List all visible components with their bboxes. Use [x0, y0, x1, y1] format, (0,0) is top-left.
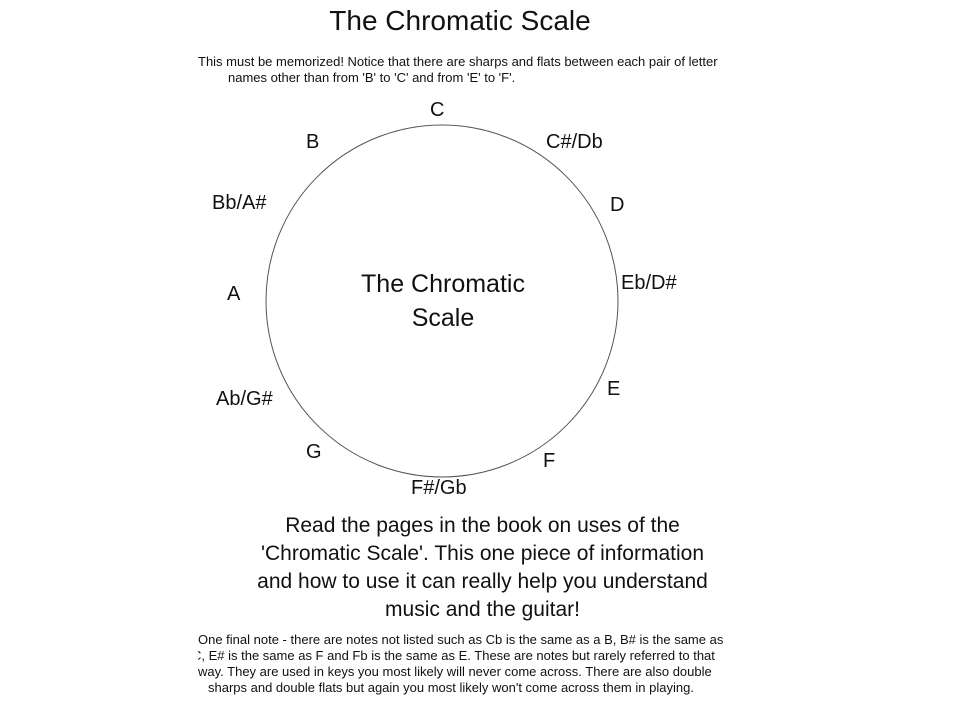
note-c-sharp-d-flat: C#/Db [546, 131, 603, 153]
read-more-paragraph: Read the pages in the book on uses of th… [200, 512, 765, 624]
note-e: E [607, 378, 621, 400]
page-title: The Chromatic Scale [329, 5, 591, 36]
center-label-line: Scale [411, 304, 475, 332]
final-note-line: sharps and double flats but again you mo… [208, 680, 694, 695]
intro-paragraph: This must be memorized! Notice that ther… [198, 54, 760, 86]
note-f: F [543, 450, 556, 472]
note-a: A [227, 283, 241, 305]
note-a-flat-g-sharp: Ab/G# [216, 388, 273, 410]
final-note-paragraph: One final note - there are notes not lis… [198, 632, 758, 696]
read-more-line: Read the pages in the book on uses of th… [285, 514, 680, 537]
note-f-sharp-g-flat: F#/Gb [411, 477, 467, 499]
read-more-line: music and the guitar! [385, 598, 580, 621]
circle-center-label: The Chromatic Scale [313, 267, 573, 335]
circle-outline [265, 124, 619, 478]
note-g: G [306, 441, 322, 463]
final-note-line: C, E# is the same as F and Fb is the sam… [198, 648, 715, 663]
intro-line: This must be memorized! Notice that ther… [198, 54, 718, 69]
read-more-line: 'Chromatic Scale'. This one piece of inf… [260, 542, 704, 565]
intro-line: names other than from 'B' to 'C' and fro… [228, 70, 516, 85]
note-d: D [610, 194, 625, 216]
note-e-flat-d-sharp: Eb/D# [621, 272, 677, 294]
final-note-line: way. They are used in keys you most like… [198, 664, 712, 679]
final-note-line: One final note - there are notes not lis… [198, 632, 724, 647]
center-label-line: The Chromatic [361, 270, 525, 298]
note-b: B [306, 131, 320, 153]
note-c: C [430, 99, 445, 121]
note-b-flat-a-sharp: Bb/A# [212, 192, 267, 214]
read-more-line: and how to use it can really help you un… [257, 570, 708, 593]
